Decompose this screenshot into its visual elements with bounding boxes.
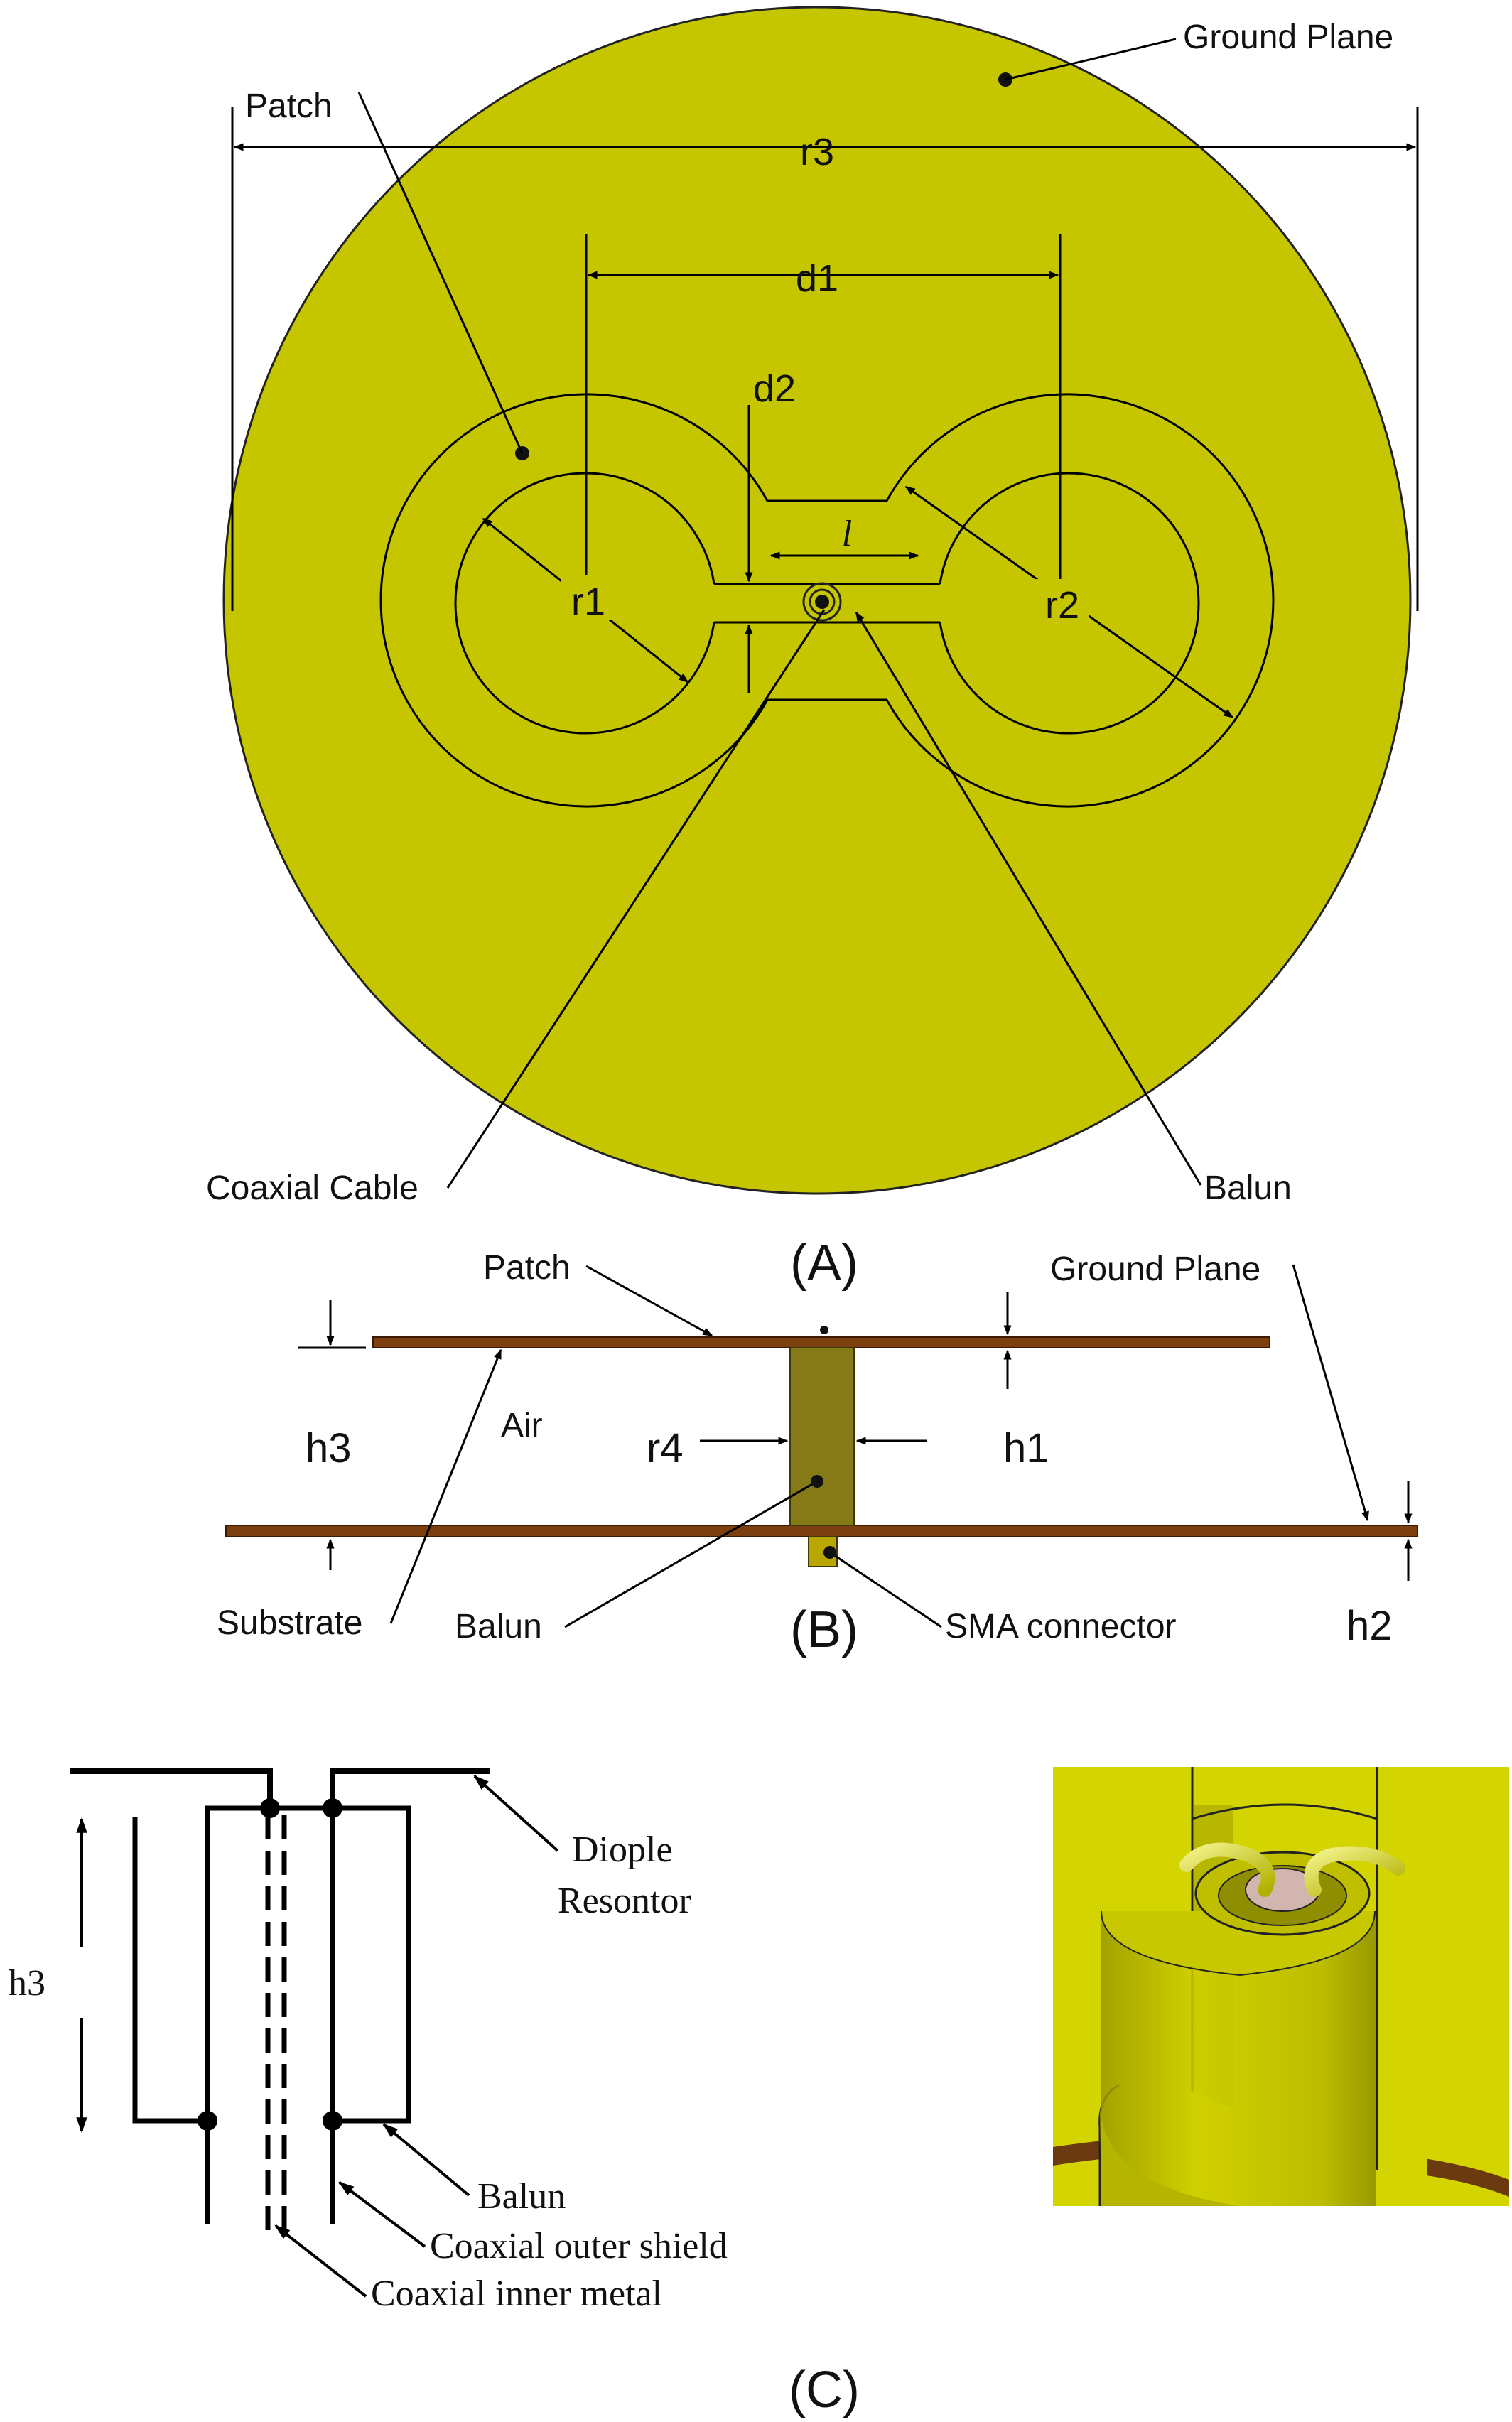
- panel-a-top-view: r3 d1 d2 l r1 r2 Ground Plane Patch Coax…: [206, 6, 1419, 1292]
- substrate-label: Substrate: [217, 1604, 362, 1642]
- outer-shield-label: Coaxial outer shield: [430, 2226, 728, 2266]
- panel-c-render: [1053, 1767, 1509, 2206]
- h2-label: h2: [1346, 1603, 1393, 1649]
- ground-plane-label: Ground Plane: [1183, 18, 1393, 56]
- sma-connector-label: SMA connector: [945, 1608, 1177, 1645]
- coaxial-feed-icon: [802, 582, 842, 622]
- l-label: l: [842, 514, 852, 554]
- dipole-label-line1: Diople: [572, 1829, 673, 1870]
- r3-label: r3: [800, 131, 834, 173]
- patch-substrate-layer: [372, 1336, 1270, 1348]
- h3-label-b: h3: [306, 1425, 352, 1471]
- dipole-left-arm: [70, 1768, 273, 1808]
- h1-label: h1: [1003, 1425, 1049, 1471]
- coaxial-cable-label: Coaxial Cable: [206, 1169, 418, 1207]
- render-hook-left: [1179, 1842, 1275, 1897]
- r4-label: r4: [647, 1425, 684, 1471]
- d2-label: d2: [753, 367, 796, 410]
- balun-label-c: Balun: [477, 2176, 566, 2217]
- patch-label: Patch: [245, 87, 333, 125]
- render-hook-right: [1304, 1846, 1405, 1897]
- ground-plane-label-b: Ground Plane: [1050, 1250, 1260, 1288]
- panel-b-caption: (B): [790, 1601, 858, 1658]
- dipole-label-line2: Resontor: [558, 1881, 691, 1921]
- patch-label-b: Patch: [483, 1249, 571, 1287]
- dipole-right-arm: [330, 1768, 490, 1808]
- air-label: Air: [501, 1407, 543, 1444]
- ground-substrate-layer: [225, 1525, 1418, 1537]
- r1-label: r1: [571, 580, 605, 623]
- panel-a-caption: (A): [790, 1235, 858, 1292]
- balun-label-b: Balun: [455, 1608, 542, 1645]
- r2-label: r2: [1045, 584, 1079, 627]
- balun-label: Balun: [1204, 1169, 1292, 1207]
- patch-outer-outline: [379, 393, 1275, 808]
- h3-label-c: h3: [9, 1963, 45, 2004]
- d1-label: d1: [796, 257, 838, 300]
- inner-metal-label: Coaxial inner metal: [371, 2274, 662, 2314]
- balun-outline: [132, 1805, 411, 2124]
- patch-left-inner-outline: [454, 472, 716, 735]
- panel-c-schematic: h3 Diople Resontor Balun Coaxial outer s…: [9, 1768, 860, 2418]
- panel-b-side-view: h3 r4 h1 h2 Patch Ground Plane Air Subst…: [217, 1249, 1418, 1658]
- panel-c-caption: (C): [789, 2362, 860, 2418]
- balun-column: [789, 1347, 855, 1526]
